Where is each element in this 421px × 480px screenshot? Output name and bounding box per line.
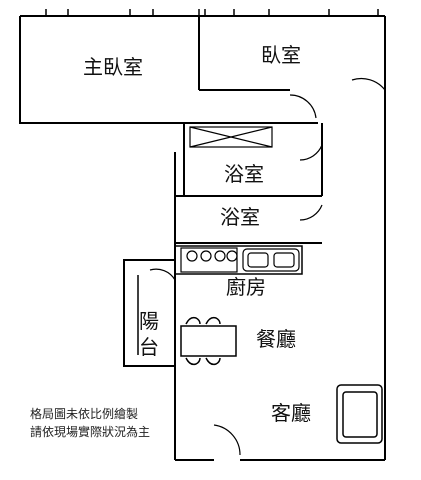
room-dining: 餐廳	[256, 327, 296, 351]
room-bathroom-upper: 浴室	[224, 162, 264, 186]
master-bedroom-walls	[19, 16, 184, 124]
room-balcony-1: 陽	[139, 309, 159, 333]
door-swings	[149, 77, 386, 456]
bath-upper-walls	[183, 122, 318, 196]
dining-table	[180, 316, 237, 366]
room-bathroom-lower: 浴室	[220, 205, 260, 229]
window-ticks	[45, 9, 379, 16]
room-master-bedroom: 主臥室	[83, 55, 143, 79]
balcony-walls	[123, 259, 175, 367]
room-bedroom: 臥室	[261, 43, 301, 67]
room-balcony-2: 台	[139, 335, 159, 359]
note-line-2: 請依現場實際狀況為主	[30, 424, 150, 439]
note-line-1: 格局圖未依比例繪製	[30, 406, 138, 421]
sink-icon	[242, 248, 300, 272]
kitchen-counter	[175, 245, 303, 275]
room-kitchen: 廚房	[226, 275, 266, 299]
stove-icon	[180, 247, 238, 273]
sofa	[336, 384, 383, 444]
room-living: 客廳	[271, 401, 311, 425]
bathtub	[189, 126, 273, 148]
